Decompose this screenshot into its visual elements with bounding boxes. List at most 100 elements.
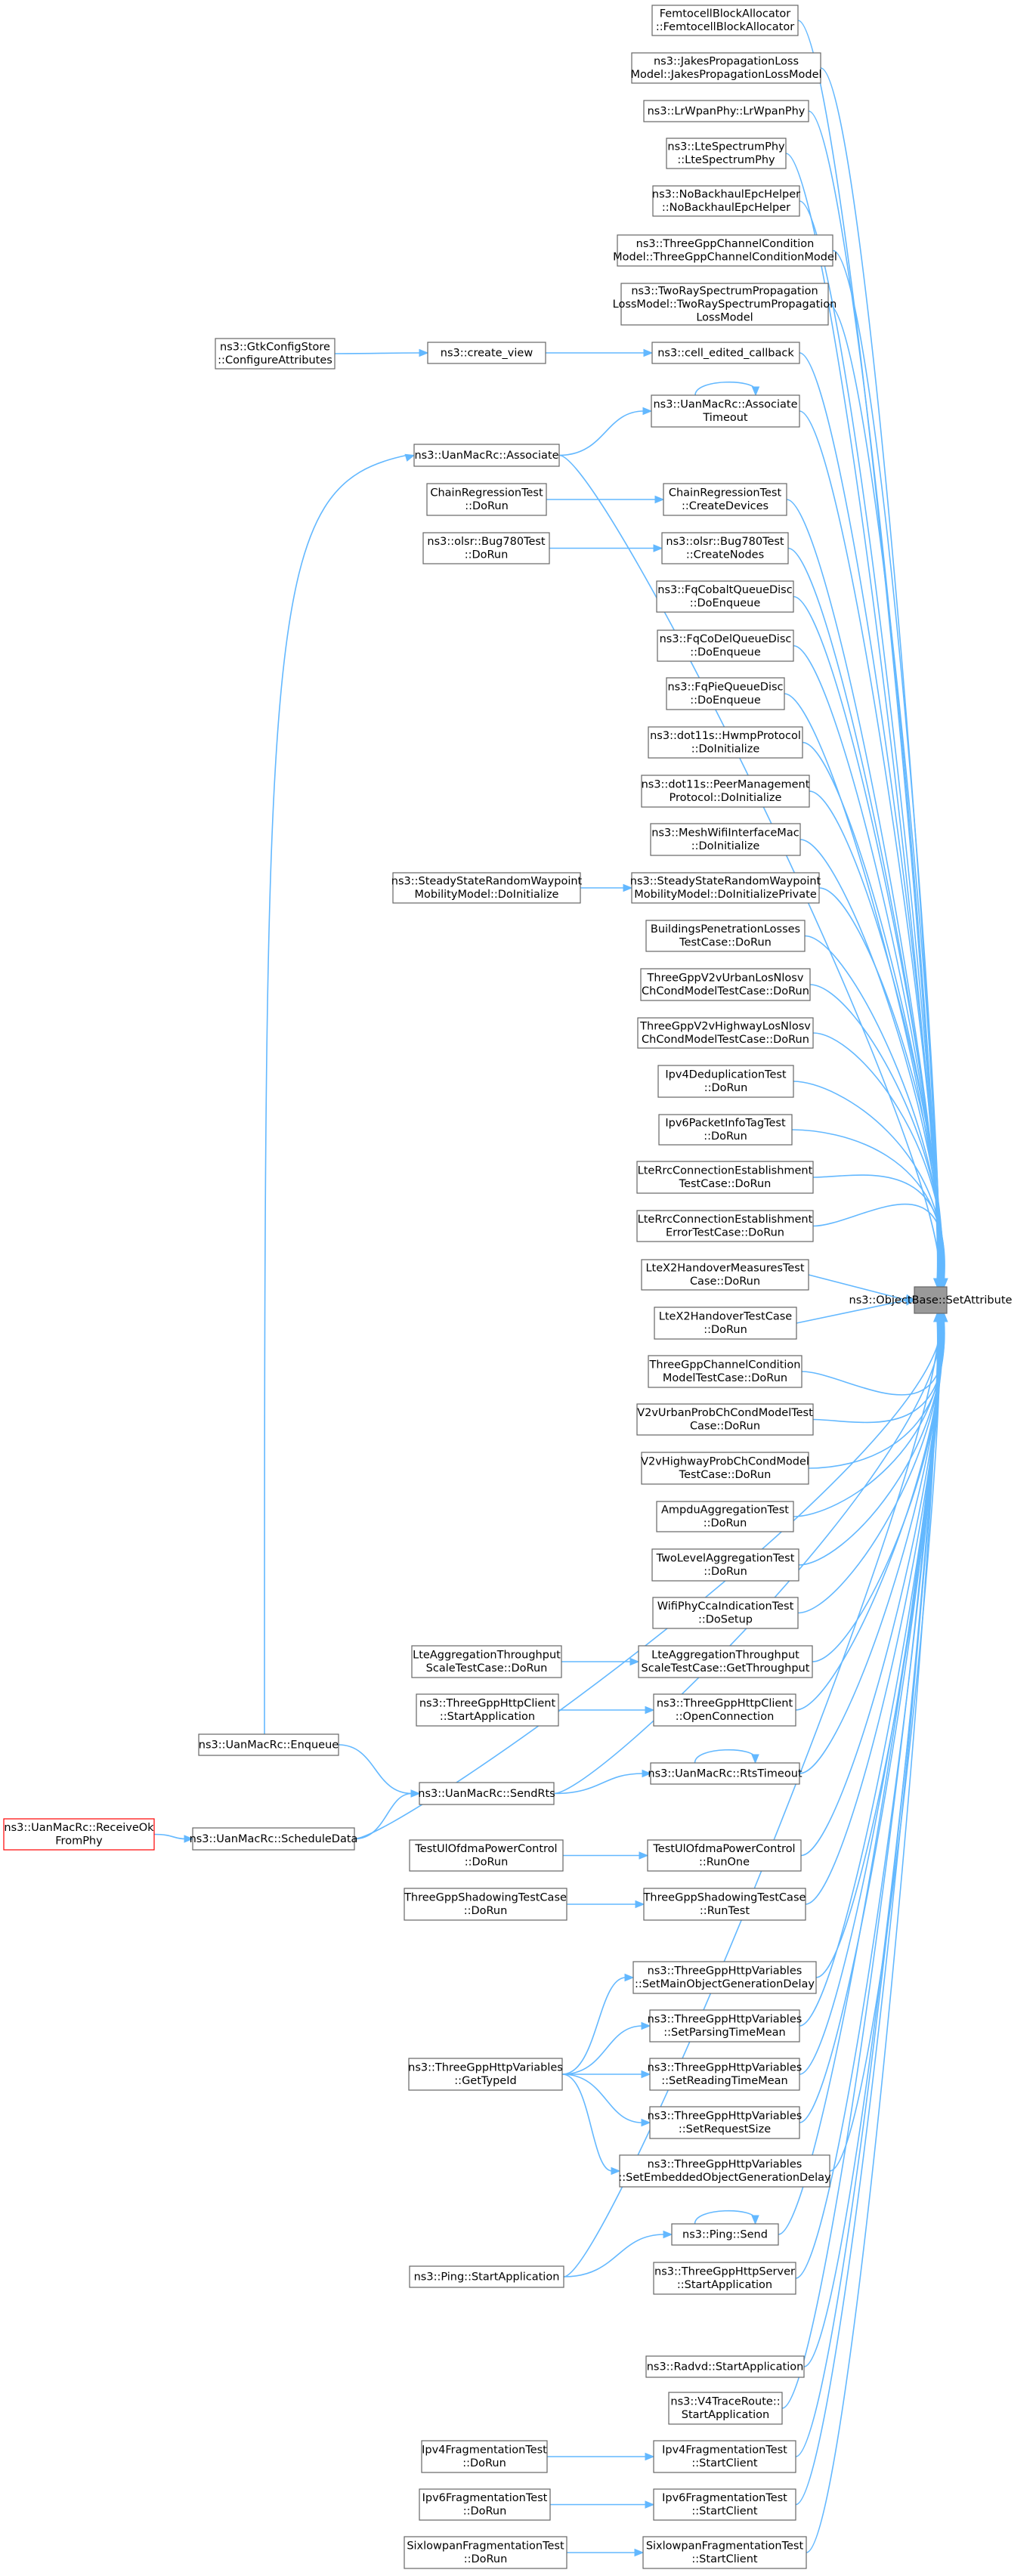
edge-ltex2-to-target — [796, 1299, 908, 1324]
graph-node-enqueue[interactable]: ns3::UanMacRc::Enqueue — [198, 1733, 339, 1756]
graph-node-box — [426, 483, 547, 516]
graph-node-nobackhaul[interactable]: ns3::NoBackhaulEpcHelper::NoBackhaulEpcH… — [652, 185, 800, 217]
graph-node-wificca[interactable]: WifiPhyCcaIndicationTest::DoSetup — [652, 1597, 799, 1629]
graph-node-olsrdorun[interactable]: ns3::olsr::Bug780Test::DoRun — [422, 532, 550, 564]
edge-pingsend-self — [694, 2210, 756, 2225]
graph-node-box — [656, 580, 794, 613]
graph-node-chaindorun[interactable]: ChainRegressionTest::DoRun — [426, 483, 547, 516]
graph-node-associate[interactable]: ns3::UanMacRc::Associate — [413, 444, 560, 467]
graph-node-tworay[interactable]: ns3::TwoRaySpectrumPropagationLossModel:… — [613, 283, 837, 326]
graph-node-ipv4dedup[interactable]: Ipv4DeduplicationTest::DoRun — [657, 1065, 794, 1098]
graph-node-setembedded[interactable]: ns3::ThreeGppHttpVariables::SetEmbeddedO… — [618, 2154, 831, 2188]
graph-node-pingsend[interactable]: ns3::Ping::Send — [671, 2223, 779, 2246]
graph-node-lterrcerr[interactable]: LteRrcConnectionEstablishmentErrorTestCa… — [636, 1210, 814, 1242]
graph-node-httpclientstart[interactable]: ns3::ThreeGppHttpClient::StartApplicatio… — [416, 1693, 559, 1727]
graph-node-ipv6fragclient[interactable]: Ipv6FragmentationTest::StartClient — [653, 2488, 796, 2521]
graph-node-sendrts[interactable]: ns3::UanMacRc::SendRts — [418, 1782, 555, 1805]
graph-node-pingstart[interactable]: ns3::Ping::StartApplication — [409, 2265, 564, 2288]
graph-node-lterrc[interactable]: LteRrcConnectionEstablishmentTestCase::D… — [636, 1161, 814, 1194]
graph-node-ampdu[interactable]: AmpduAggregationTest::DoRun — [656, 1501, 794, 1532]
graph-node-box — [404, 2536, 567, 2569]
graph-node-label: ::DoInitialize — [691, 840, 760, 852]
graph-node-celledit[interactable]: ns3::cell_edited_callback — [651, 342, 800, 364]
graph-node-ipv6fragdorun[interactable]: Ipv6FragmentationTest::DoRun — [419, 2488, 551, 2521]
graph-node-olsrcreate[interactable]: ns3::olsr::Bug780Test::CreateNodes — [661, 532, 789, 564]
graph-node-label: ns3::olsr::Bug780Test — [427, 536, 546, 548]
graph-node-lteaggdorun[interactable]: LteAggregationThroughputScaleTestCase::D… — [411, 1645, 562, 1678]
graph-node-httpserver[interactable]: ns3::ThreeGppHttpServer::StartApplicatio… — [653, 2262, 796, 2295]
graph-node-target[interactable]: ns3::ObjectBase::SetAttribute — [849, 1286, 1013, 1314]
graph-node-hwmp[interactable]: ns3::dot11s::HwmpProtocol::DoInitialize — [648, 726, 803, 759]
graph-node-ulofdmadorun[interactable]: TestUlOfdmaPowerControl::DoRun — [409, 1839, 564, 1872]
graph-node-sixlowclient[interactable]: SixlowpanFragmentationTest::StartClient — [642, 2536, 807, 2569]
graph-node-jakes[interactable]: ns3::JakesPropagationLossModel::JakesPro… — [630, 52, 822, 84]
graph-node-setreading[interactable]: ns3::ThreeGppHttpVariables::SetReadingTi… — [648, 2058, 803, 2091]
graph-node-setrequest[interactable]: ns3::ThreeGppHttpVariables::SetRequestSi… — [648, 2106, 803, 2139]
graph-node-label: TestUlOfdmaPowerControl — [414, 1843, 557, 1855]
graph-node-schedule[interactable]: ns3::UanMacRc::ScheduleData — [190, 1827, 358, 1851]
graph-node-box — [409, 1839, 564, 1872]
edge-gtk-to-createview-arrowhead — [419, 348, 429, 357]
graph-node-label: ::OpenConnection — [676, 1711, 775, 1723]
graph-node-peermgmt[interactable]: ns3::dot11s::PeerManagementProtocol::DoI… — [641, 775, 810, 808]
graph-node-meshwifi[interactable]: ns3::MeshWifiInterfaceMac::DoInitialize — [650, 823, 801, 856]
graph-node-label: TestUlOfdmaPowerControl — [652, 1843, 795, 1855]
graph-node-label: ::DoRun — [464, 2553, 508, 2565]
graph-node-sixlowdorun[interactable]: SixlowpanFragmentationTest::DoRun — [404, 2536, 567, 2569]
graph-node-radvd[interactable]: ns3::Radvd::StartApplication — [645, 2355, 805, 2378]
graph-node-label: TestCase::DoRun — [679, 937, 772, 949]
graph-node-v2vurbannlos[interactable]: ThreeGppV2vUrbanLosNlosvChCondModelTestC… — [640, 968, 811, 1001]
graph-node-gtk[interactable]: ns3::GtkConfigStore::ConfigureAttributes — [215, 338, 336, 370]
graph-node-ipv6pkt[interactable]: Ipv6PacketInfoTagTest::DoRun — [658, 1114, 793, 1146]
graph-node-box — [636, 1403, 814, 1436]
graph-node-label: Ipv6FragmentationTest — [422, 2492, 548, 2504]
graph-node-ipv4fragclient[interactable]: Ipv4FragmentationTest::StartClient — [653, 2440, 796, 2473]
graph-node-tgppcctest[interactable]: ThreeGppChannelConditionModelTestCase::D… — [648, 1355, 803, 1388]
graph-node-tgppcc[interactable]: ns3::ThreeGppChannelConditionModel::Thre… — [613, 234, 837, 267]
graph-node-shadowdorun[interactable]: ThreeGppShadowingTestCase::DoRun — [404, 1888, 567, 1921]
graph-node-createview[interactable]: ns3::create_view — [427, 342, 546, 364]
graph-node-lrwpan[interactable]: ns3::LrWpanPhy::LrWpanPhy — [643, 100, 809, 122]
graph-node-label: ::SetMainObjectGenerationDelay — [635, 1978, 815, 1990]
graph-node-label: ::StartApplication — [677, 2279, 772, 2291]
graph-node-label: FemtocellBlockAllocator — [660, 8, 791, 20]
graph-node-twolevel[interactable]: TwoLevelAggregationTest::DoRun — [651, 1548, 799, 1582]
graph-node-label: LossModel::TwoRaySpectrumPropagation — [613, 298, 837, 311]
graph-node-buildings[interactable]: BuildingsPenetrationLossesTestCase::DoRu… — [645, 920, 806, 952]
graph-node-fqcodel[interactable]: ns3::FqCoDelQueueDisc::DoEnqueue — [657, 629, 794, 662]
graph-node-fqpie[interactable]: ns3::FqPieQueueDisc::DoEnqueue — [666, 677, 785, 710]
edge-gettypeid-to-setparsing-arrowhead — [641, 2021, 651, 2030]
graph-node-ipv4fragdorun[interactable]: Ipv4FragmentationTest::DoRun — [421, 2440, 548, 2473]
graph-node-ltespec[interactable]: ns3::LteSpectrumPhy::LteSpectrumPhy — [666, 138, 787, 169]
graph-node-setmainobj[interactable]: ns3::ThreeGppHttpVariables::SetMainObjec… — [632, 1961, 817, 1994]
edge-sixlowdorun-to-sixlowclient-arrowhead — [634, 2548, 645, 2557]
edge-shadowdorun-to-shadowrun-arrowhead — [635, 1900, 645, 1909]
graph-node-ltex2[interactable]: LteX2HandoverTestCase::DoRun — [654, 1307, 797, 1340]
graph-node-gettypeid[interactable]: ns3::ThreeGppHttpVariables::GetTypeId — [408, 2058, 563, 2091]
graph-node-ulofdmarun[interactable]: TestUlOfdmaPowerControl::RunOne — [647, 1839, 802, 1872]
graph-node-label: ::CreateDevices — [682, 500, 768, 512]
graph-node-httpopen[interactable]: ns3::ThreeGppHttpClient::OpenConnection — [653, 1693, 796, 1727]
graph-node-fqcobalt[interactable]: ns3::FqCobaltQueueDisc::DoEnqueue — [656, 580, 794, 613]
graph-node-chaincreate[interactable]: ChainRegressionTest::CreateDevices — [663, 483, 787, 516]
graph-node-box — [411, 1645, 562, 1678]
graph-node-shadowrun[interactable]: ThreeGppShadowingTestCase::RunTest — [643, 1888, 806, 1921]
edge-gtk-to-createview — [334, 352, 421, 354]
edge-ipv4fragdorun-to-ipv4fragclient-arrowhead — [645, 2452, 655, 2461]
graph-node-rtstimeout[interactable]: ns3::UanMacRc::RtsTimeout — [648, 1762, 803, 1785]
graph-node-box — [666, 138, 787, 169]
graph-node-setparsing[interactable]: ns3::ThreeGppHttpVariables::SetParsingTi… — [648, 2009, 803, 2043]
graph-node-ssrwpriv[interactable]: ns3::SteadyStateRandomWaypointMobilityMo… — [630, 872, 821, 904]
graph-node-lteaggget[interactable]: LteAggregationThroughputScaleTestCase::G… — [638, 1645, 813, 1678]
graph-node-femto[interactable]: FemtocellBlockAllocator::FemtocellBlockA… — [651, 5, 799, 36]
graph-node-label: ScaleTestCase::GetThroughput — [642, 1662, 810, 1675]
graph-node-ssrwinit[interactable]: ns3::SteadyStateRandomWaypointMobilityMo… — [391, 872, 583, 904]
graph-node-v2vhighwaynlos[interactable]: ThreeGppV2vHighwayLosNlosvChCondModelTes… — [637, 1017, 814, 1049]
graph-node-v4trace[interactable]: ns3::V4TraceRoute::StartApplication — [668, 2392, 783, 2425]
edge-gettypeid-to-setembedded — [561, 2073, 613, 2172]
